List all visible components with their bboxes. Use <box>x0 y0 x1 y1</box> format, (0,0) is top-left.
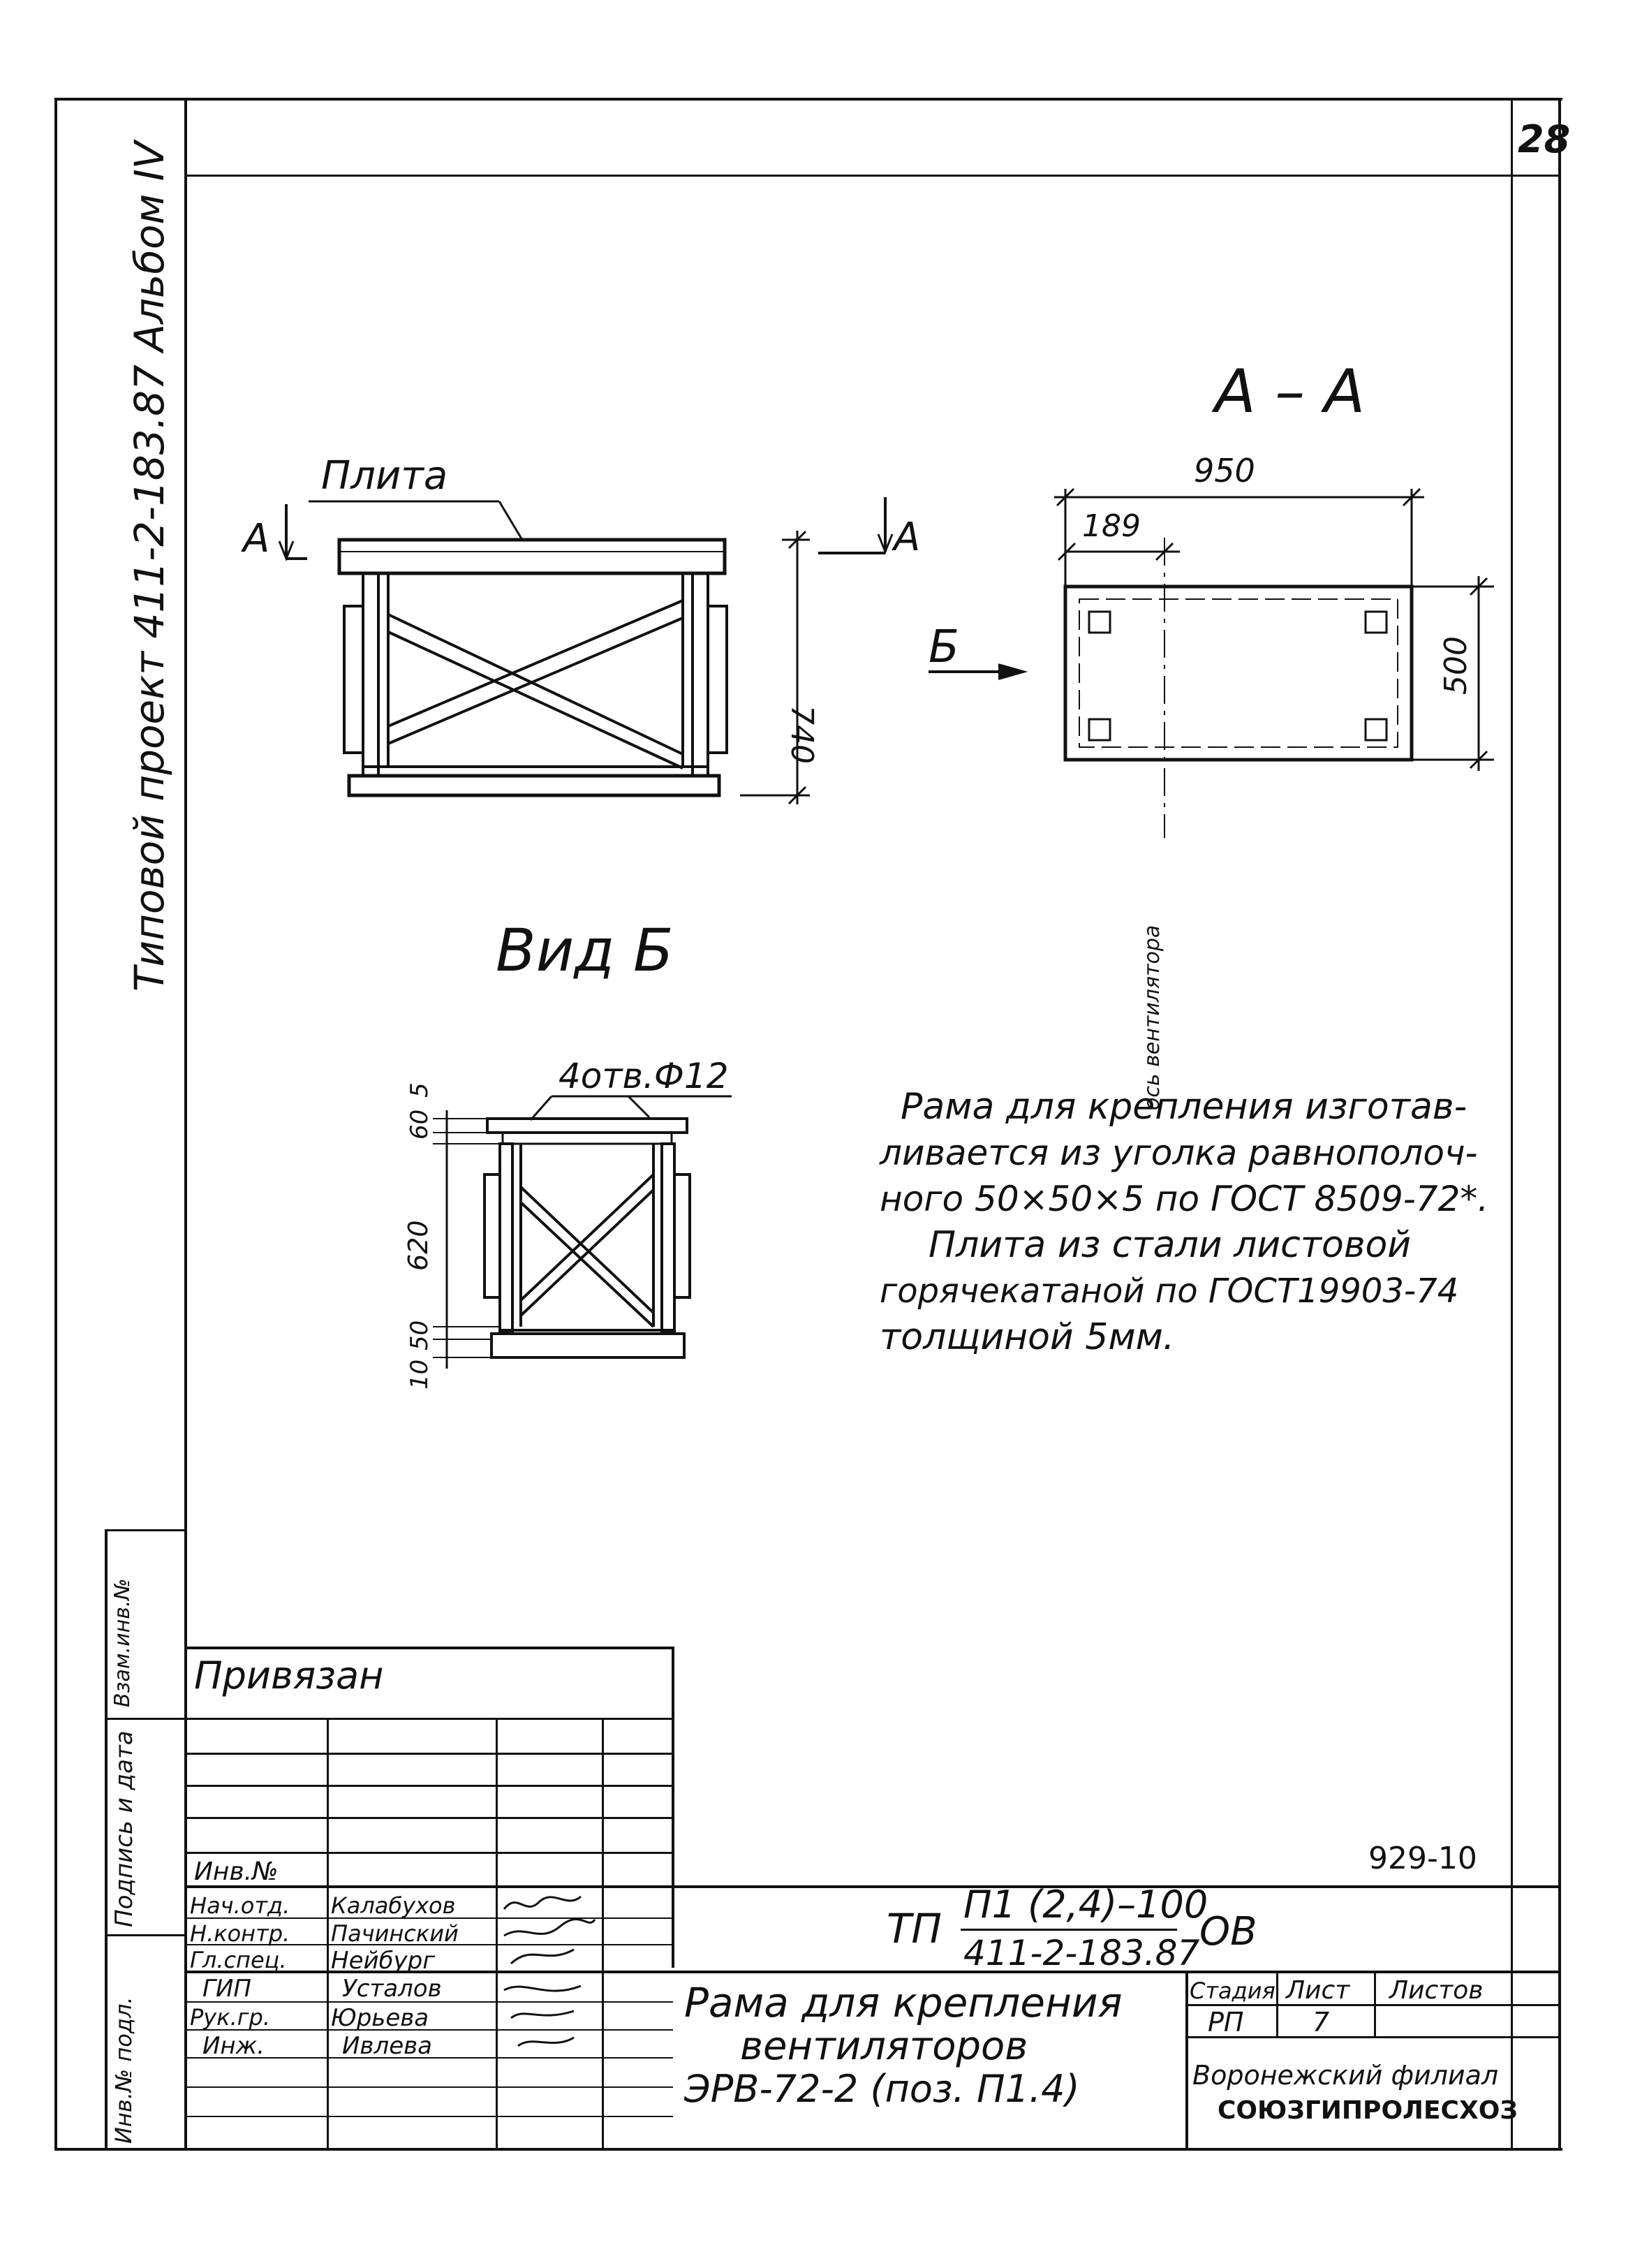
name-cell: Ивлева <box>342 2032 432 2060</box>
dim-5: 5 <box>406 1082 434 1098</box>
note-line: ного 50×50×5 по ГОСТ 8509-72*. <box>880 1179 1489 1219</box>
dim-950: 950 <box>1194 452 1255 489</box>
code-top: П1 (2,4)–100 <box>963 1883 1208 1927</box>
dim-10: 10 <box>406 1360 434 1390</box>
note-line: Рама для крепления изготав- <box>901 1086 1467 1128</box>
drawing-labels: Плита А А 740 А – А 950 189 500 Б ось ве… <box>241 357 1474 1390</box>
name-cell: Нейбург <box>331 1947 436 1975</box>
privyazan-label: Привязан <box>194 1654 384 1698</box>
sheet-number: 28 <box>1518 117 1571 161</box>
inv-no-label: Инв.№ <box>194 1857 279 1886</box>
name-cell: Калабухов <box>331 1892 456 1919</box>
fan-axis-label: ось вентилятора <box>1140 925 1164 1110</box>
role-cell: Нач.отд. <box>190 1892 290 1919</box>
note-line: ливается из уголка равнополоч- <box>880 1133 1478 1173</box>
section-title: А – А <box>1211 357 1365 427</box>
stage-header: Стадия <box>1190 1978 1275 2004</box>
name-cell: Юрьева <box>331 2004 429 2032</box>
section-mark-right: А <box>892 515 920 560</box>
name-cell: Усталов <box>342 1975 442 2003</box>
drawing-title-line: ЭРВ-72-2 (поз. П1.4) <box>684 2067 1080 2111</box>
doc-code: 929-10 <box>1368 1841 1477 1876</box>
note-line: Плита из стали листовой <box>929 1224 1412 1266</box>
note-line: толщиной 5мм. <box>880 1316 1175 1358</box>
front-view <box>278 497 894 805</box>
dim-620: 620 <box>403 1220 434 1271</box>
signatures <box>503 1895 596 2047</box>
org-line: Воронежский филиал <box>1192 2060 1499 2091</box>
role-cell: Рук.гр. <box>190 2004 271 2031</box>
dim-50: 50 <box>406 1320 434 1350</box>
section-a-a <box>929 487 1494 838</box>
drawing-title-line: вентиляторов <box>740 2024 1028 2069</box>
dim-500: 500 <box>1438 636 1474 695</box>
notes-block: Рама для крепления изготав- ливается из … <box>880 1084 1494 1360</box>
view-b-title: Вид Б <box>496 916 674 985</box>
dim-189: 189 <box>1082 508 1141 544</box>
code-bottom: 411-2-183.87 <box>963 1933 1200 1973</box>
section-mark-left: А <box>241 516 269 561</box>
code-suffix: ОВ <box>1199 1909 1257 1954</box>
view-arrow-label: Б <box>929 621 959 673</box>
org-line: СОЮЗГИПРОЛЕСХОЗ <box>1218 2096 1518 2125</box>
holes-label: 4отв.Ф12 <box>559 1056 729 1096</box>
note-line: горячекатаной по ГОСТ19903-74 <box>880 1272 1459 1311</box>
role-cell: Н.контр. <box>190 1920 290 1947</box>
sheet-value: 7 <box>1312 2007 1330 2038</box>
plate-label: Плита <box>321 453 448 499</box>
stage-value: РП <box>1208 2007 1244 2038</box>
role-cell: ГИП <box>202 1975 251 2003</box>
sheets-header: Листов <box>1389 1976 1484 2005</box>
name-cell: Пачинский <box>331 1920 459 1947</box>
view-b <box>433 1095 732 1369</box>
code-prefix: ТП <box>887 1905 942 1952</box>
sheet-header: Лист <box>1286 1976 1350 2005</box>
role-cell: Инж. <box>202 2032 265 2060</box>
height-dimension: 740 <box>784 705 820 764</box>
drawing-title-line: Рама для крепления <box>684 1979 1123 2026</box>
dim-60: 60 <box>406 1110 434 1140</box>
role-cell: Гл.спец. <box>190 1947 287 1973</box>
